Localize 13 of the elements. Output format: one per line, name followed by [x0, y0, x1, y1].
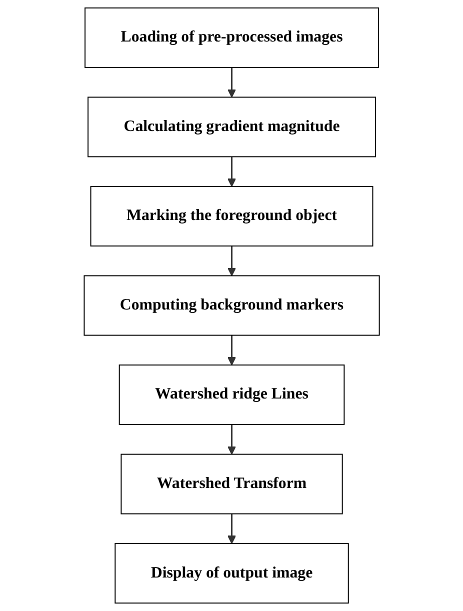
node-box: Display of output image: [114, 543, 349, 604]
arrow: [227, 246, 236, 276]
arrow: [227, 514, 236, 544]
node-box: Watershed ridge Lines: [118, 364, 344, 426]
node-box: Watershed Transform: [120, 454, 343, 514]
arrow: [227, 424, 236, 455]
node-box: Calculating gradient magnitude: [87, 96, 376, 158]
arrow: [227, 67, 236, 98]
arrow: [227, 335, 236, 366]
node-box: Computing background markers: [83, 275, 380, 336]
node-box: Marking the foreground object: [90, 186, 373, 246]
node-box: Loading of pre-processed images: [84, 7, 379, 68]
arrow: [227, 156, 236, 187]
